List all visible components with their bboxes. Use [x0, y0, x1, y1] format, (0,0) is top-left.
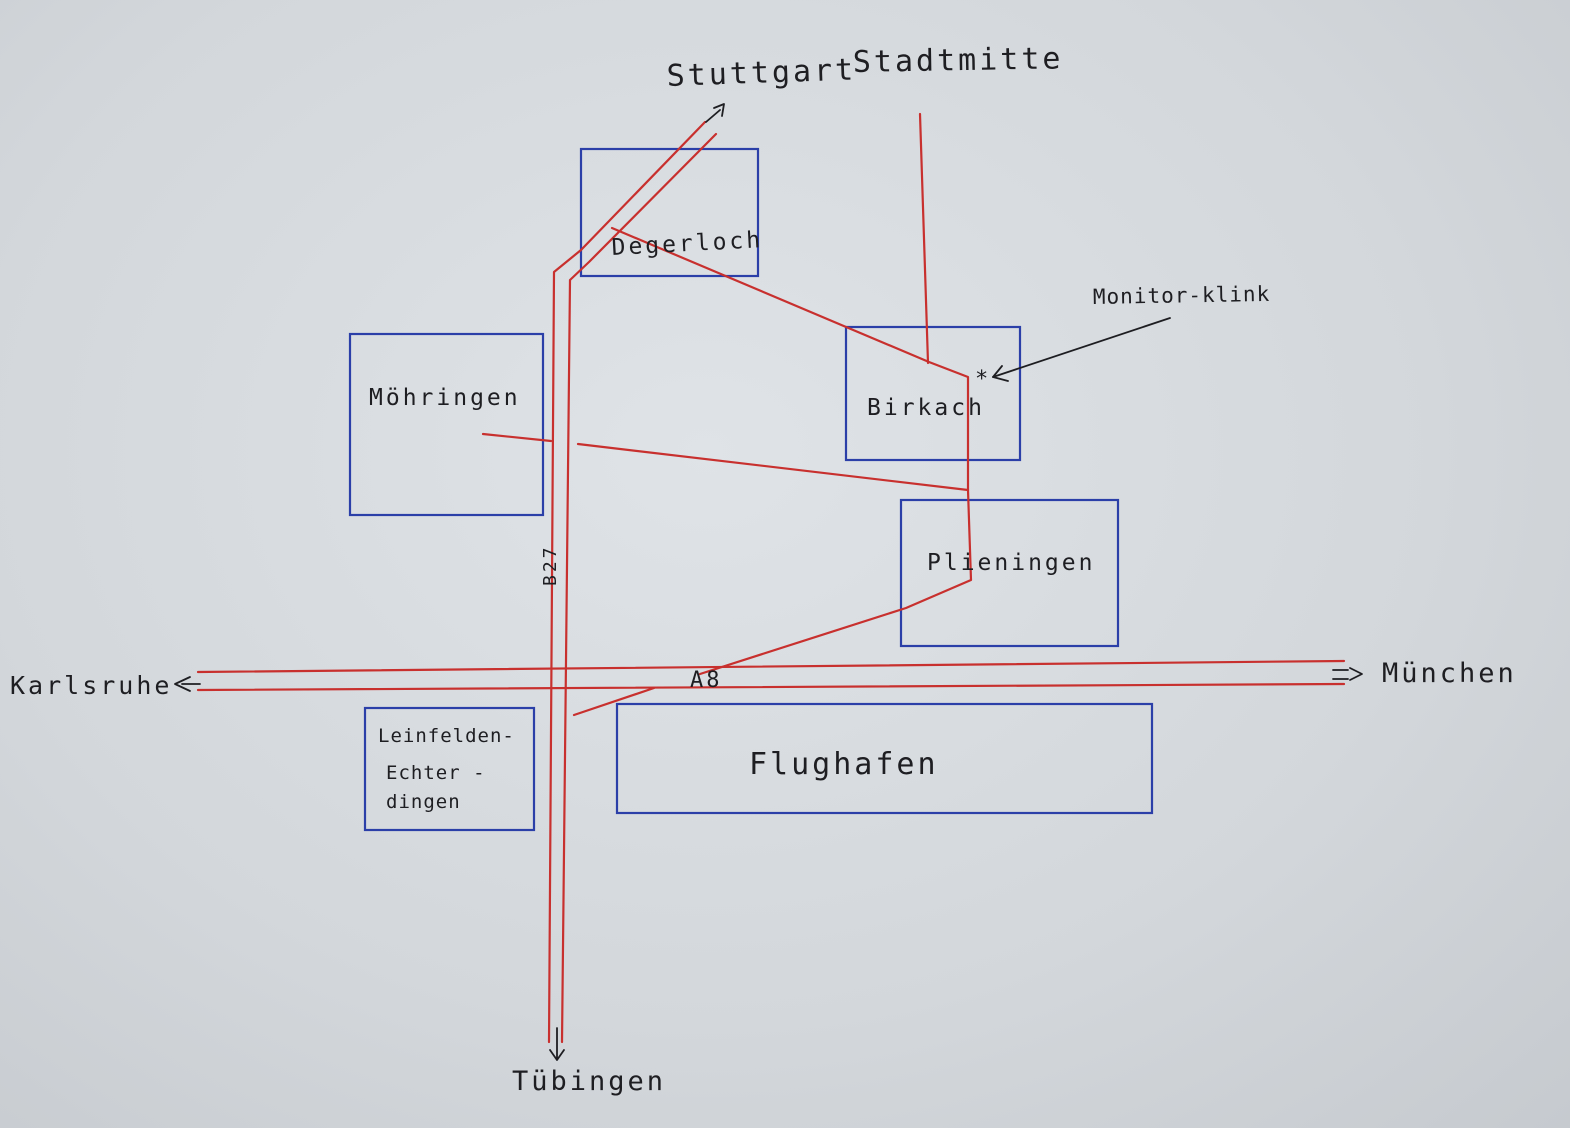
pointer-arrowhead-icon: [992, 365, 1009, 382]
monitor-klink-pointer: [992, 317, 1171, 378]
plieningen-box: [899, 498, 1120, 648]
leinfelden-box: [363, 706, 536, 832]
a8-highway-north: [196, 659, 1346, 674]
town-boxes: [348, 147, 1154, 832]
muenchen-arrow-icon: [1332, 667, 1363, 681]
roads: [196, 112, 1346, 1044]
a8-highway-south: [196, 682, 1346, 692]
label-plieningen: Plieningen: [927, 550, 1095, 576]
label-moehringen: Möhringen: [369, 385, 521, 411]
direction-arrows: [174, 103, 1363, 1061]
route-stadtmitte: [918, 112, 930, 365]
label-stuttgart: Stuttgart: [666, 52, 857, 94]
route-degerloch-birkach-a8: [610, 226, 973, 676]
label-leinfelden-3: dingen: [386, 791, 461, 813]
label-stadtmitte: Stadtmitte: [853, 41, 1064, 80]
tuebingen-arrow-icon: [549, 1027, 565, 1061]
label-monitor-klink: Monitor-klink: [1093, 282, 1271, 309]
route-b27-birkach: [576, 442, 970, 492]
flughafen-box: [615, 702, 1154, 815]
degerloch-box: [579, 147, 760, 278]
label-flughafen: Flughafen: [749, 747, 939, 782]
route-leinfelden-a8: [572, 686, 656, 717]
b27-road-west: [547, 120, 707, 1044]
label-degerloch: Degerloch: [611, 227, 764, 261]
b27-road-east: [560, 132, 718, 1044]
route-moehringen-stub: [481, 432, 553, 443]
label-leinfelden-2: Echter -: [386, 762, 486, 784]
label-muenchen: München: [1382, 658, 1517, 689]
label-b27: B27: [540, 544, 561, 586]
birkach-box: [844, 325, 1022, 462]
label-karlsruhe: Karlsruhe: [10, 671, 172, 700]
label-leinfelden-1: Leinfelden-: [378, 725, 515, 747]
label-a8: A8: [690, 668, 723, 693]
clinic-marker-icon: *: [975, 367, 991, 392]
label-tuebingen: Tübingen: [512, 1066, 666, 1097]
stuttgart-arrow-icon: [705, 103, 725, 123]
karlsruhe-arrow-icon: [174, 676, 201, 692]
moehringen-box: [348, 332, 545, 517]
label-birkach: Birkach: [867, 395, 985, 421]
